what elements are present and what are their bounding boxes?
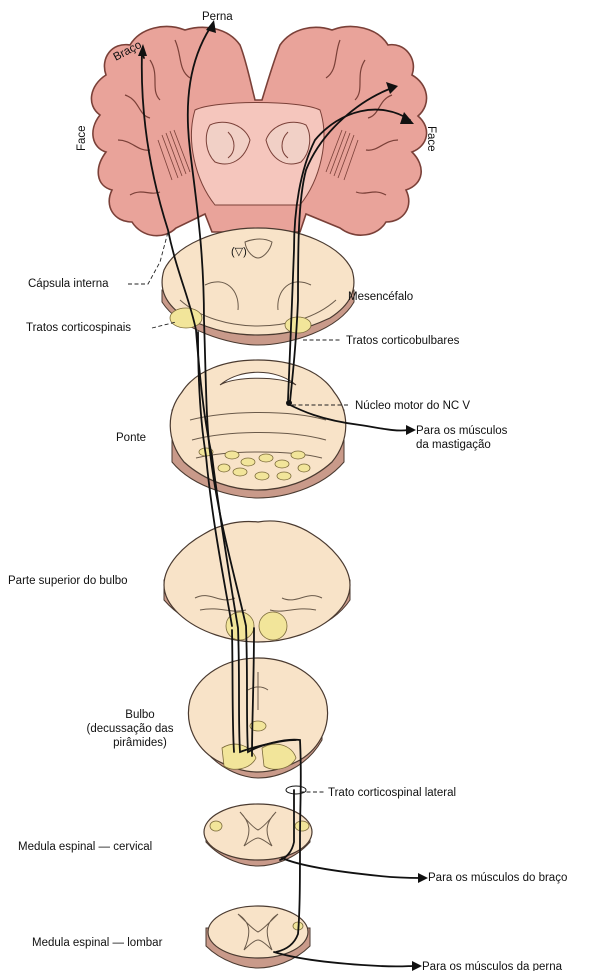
label-ponte: Ponte xyxy=(116,432,146,444)
cervical-spinal-cord-section xyxy=(204,804,312,866)
label-piramides: pirâmides) xyxy=(113,737,167,749)
pons-surface xyxy=(170,360,346,490)
label-perna: Perna xyxy=(202,11,233,23)
label-nucleo-motor: Núcleo motor do NC V xyxy=(355,400,470,412)
corticospinal-zone-midbrain xyxy=(170,308,202,328)
label-tratos-corticospinais: Tratos corticospinais xyxy=(26,322,131,334)
label-medula-lombar: Medula espinal — lombar xyxy=(32,937,163,949)
label-bulbo-superior: Parte superior do bulbo xyxy=(8,575,128,587)
label-capsula-interna: Cápsula interna xyxy=(28,278,109,290)
label-bulbo: Bulbo xyxy=(125,709,154,721)
cervical-cord-surface xyxy=(204,804,312,860)
label-face-left: Face xyxy=(76,125,88,151)
lumbar-spinal-cord-section xyxy=(206,906,310,968)
label-trato-lateral: Trato corticospinal lateral xyxy=(328,787,456,799)
medulla-decussation-section xyxy=(188,658,327,778)
label-decussacao: (decussação das xyxy=(87,723,174,735)
upper-medulla-section xyxy=(164,521,350,642)
pons-section xyxy=(170,360,346,498)
svg-text:(▽): (▽) xyxy=(231,246,247,258)
label-medula-cervical: Medula espinal — cervical xyxy=(18,841,152,853)
midbrain-section: (▽) xyxy=(162,228,354,345)
label-tratos-corticobulbares: Tratos corticobulbares xyxy=(346,335,460,347)
label-mastigacao-1: Para os músculos xyxy=(416,425,508,437)
label-mastigacao-2: da mastigação xyxy=(416,439,491,451)
label-mesencefalo: Mesencéfalo xyxy=(348,291,413,303)
upper-medulla-surface xyxy=(164,521,350,642)
label-musculos-braco: Para os músculos do braço xyxy=(428,872,567,884)
label-musculos-perna: Para os músculos da perna xyxy=(422,961,563,971)
label-face-right: Face xyxy=(425,126,437,152)
